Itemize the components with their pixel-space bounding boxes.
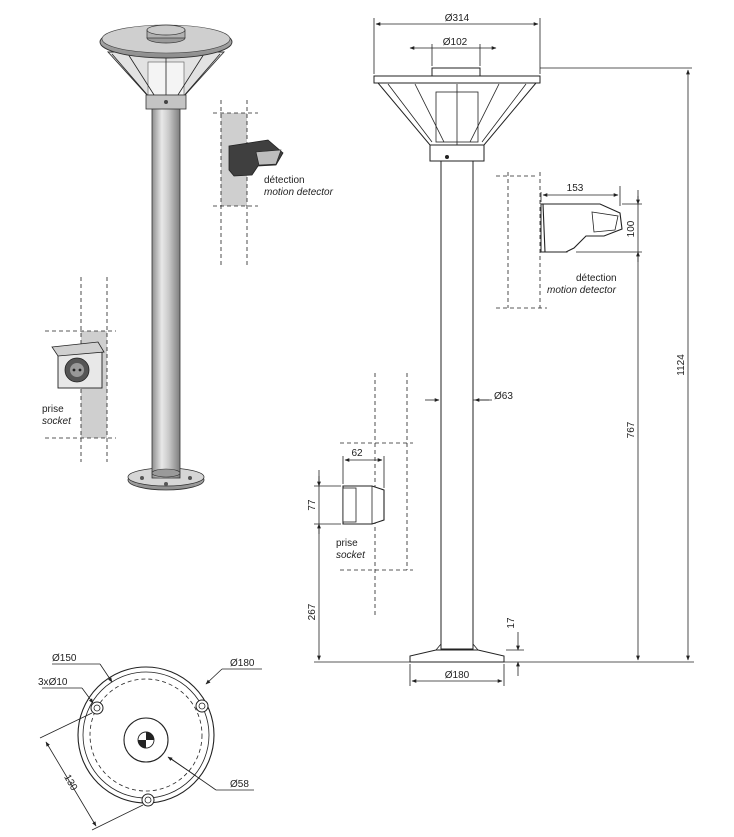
- dim-bolt-circle: Ø150: [52, 653, 77, 664]
- dim-post-diameter: Ø63: [494, 391, 513, 402]
- dim-center-hole: Ø58: [230, 779, 249, 790]
- center-cross-icon: [137, 731, 155, 749]
- elevation-dimensions: Ø314 Ø102 1124 153 100 767 Ø63 62: [307, 13, 694, 686]
- label-detection-fr-elevation: détection: [576, 273, 617, 284]
- dim-detector-position: 767: [626, 421, 637, 438]
- label-detection-en: motion detector: [264, 187, 334, 198]
- detector-detail-perspective: détection motion detector: [213, 100, 334, 266]
- center-hole: [123, 717, 169, 763]
- perspective-view: [99, 24, 233, 491]
- dim-base-diameter: Ø180: [445, 670, 470, 681]
- bolt-hole-1: [90, 701, 104, 715]
- dim-hole-spacing: 130: [61, 773, 79, 793]
- elevation-base: [409, 649, 505, 663]
- dim-socket-position: 267: [307, 603, 318, 620]
- motion-detector-icon: [228, 139, 284, 177]
- dim-socket-width: 62: [351, 448, 363, 459]
- label-socket-en-elevation: socket: [336, 550, 366, 561]
- label-socket-fr-elevation: prise: [336, 538, 358, 549]
- dim-socket-height: 77: [307, 499, 318, 511]
- base-plan-view: Ø150 3xØ10 Ø180 Ø58 130: [38, 653, 262, 831]
- bolt-hole-3: [141, 793, 155, 807]
- label-socket-en: socket: [42, 416, 72, 427]
- label-socket-fr: prise: [42, 404, 64, 415]
- bolt-circle: [89, 678, 203, 792]
- bolt-hole-2: [195, 699, 209, 713]
- elevation-view: détection motion detector prise socket: [336, 67, 623, 663]
- dim-detector-height: 100: [626, 220, 637, 237]
- socket-detail-perspective: prise socket: [42, 277, 116, 462]
- dim-bolt-holes: 3xØ10: [38, 677, 68, 688]
- dim-top-cap-diameter: Ø102: [443, 37, 468, 48]
- label-detection-en-elevation: motion detector: [547, 285, 617, 296]
- dim-base-thickness: 17: [506, 617, 517, 629]
- dim-total-height: 1124: [676, 354, 687, 376]
- elevation-head-top: [373, 75, 541, 84]
- dim-head-diameter: Ø314: [445, 13, 470, 24]
- dim-detector-width: 153: [567, 183, 584, 194]
- label-detection-fr: détection: [264, 175, 305, 186]
- elevation-post: [440, 160, 474, 650]
- dim-base-circle: Ø180: [230, 658, 255, 669]
- pole: [151, 107, 181, 479]
